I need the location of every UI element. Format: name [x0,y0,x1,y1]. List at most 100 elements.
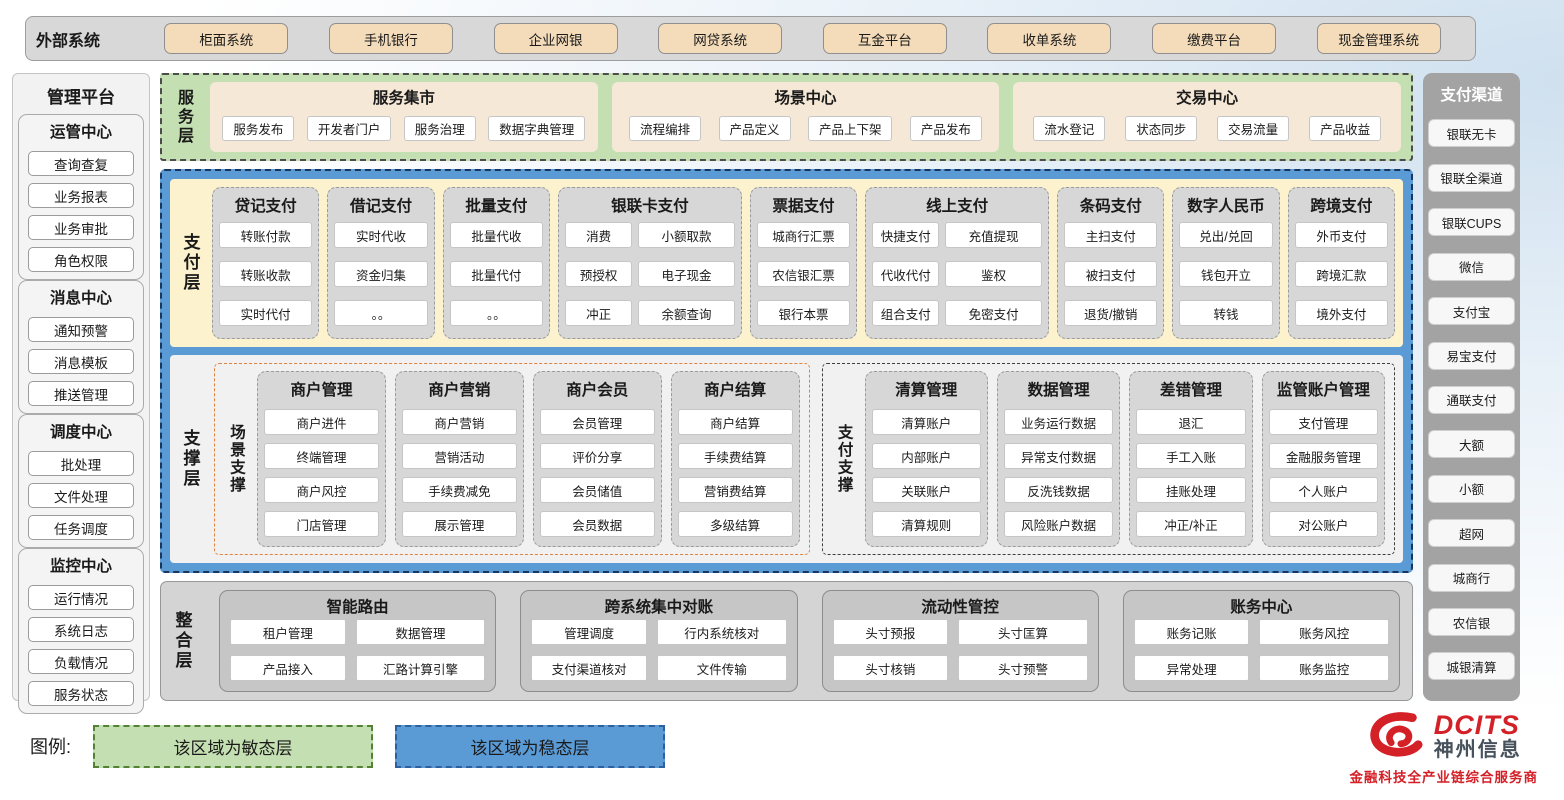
management-item-button[interactable]: 业务报表 [28,183,134,208]
support-item-button[interactable]: 商户风控 [264,477,379,503]
service-item-button[interactable]: 状态同步 [1125,116,1198,141]
management-item-button[interactable]: 文件处理 [28,483,134,508]
external-system-button[interactable]: 企业网银 [493,23,618,54]
payment-item-button[interactable]: 批量代付 [449,261,543,287]
integration-item-button[interactable]: 租户管理 [230,619,346,645]
payment-item-button[interactable]: 钱包开立 [1179,261,1273,287]
external-system-button[interactable]: 缴费平台 [1152,23,1277,54]
management-item-button[interactable]: 负载情况 [28,649,134,674]
payment-channel-button[interactable]: 城银清算 [1428,652,1515,681]
service-item-button[interactable]: 产品上下架 [807,116,893,141]
payment-item-button[interactable]: 实时代收 [334,222,428,248]
management-item-button[interactable]: 任务调度 [28,515,134,540]
integration-item-button[interactable]: 行内系统核对 [656,619,787,645]
management-item-button[interactable]: 系统日志 [28,617,134,642]
payment-item-button[interactable]: 。。 [449,300,543,326]
payment-item-button[interactable]: 充值提现 [945,222,1043,248]
support-item-button[interactable]: 金融服务管理 [1268,443,1378,469]
payment-item-button[interactable]: 主扫支付 [1064,222,1158,248]
payment-channel-button[interactable]: 易宝支付 [1428,341,1515,370]
service-item-button[interactable]: 数据字典管理 [488,116,586,141]
support-item-button[interactable]: 评价分享 [539,443,655,469]
support-item-button[interactable]: 业务运行数据 [1003,409,1114,435]
payment-item-button[interactable]: 兑出/兑回 [1179,222,1273,248]
integration-item-button[interactable]: 数据管理 [355,619,486,645]
support-item-button[interactable]: 门店管理 [264,511,379,537]
integration-item-button[interactable]: 支付渠道核对 [531,655,647,681]
payment-item-button[interactable]: 批量代收 [449,222,543,248]
support-item-button[interactable]: 对公账户 [1268,511,1378,537]
support-item-button[interactable]: 商户结算 [677,409,793,435]
support-item-button[interactable]: 商户进件 [264,409,379,435]
management-item-button[interactable]: 消息模板 [28,349,134,374]
service-item-button[interactable]: 服务发布 [222,116,295,141]
support-item-button[interactable]: 关联账户 [871,477,981,503]
support-item-button[interactable]: 支付管理 [1268,409,1378,435]
external-system-button[interactable]: 网贷系统 [658,23,783,54]
external-system-button[interactable]: 互金平台 [822,23,947,54]
support-item-button[interactable]: 挂账处理 [1136,477,1246,503]
payment-item-button[interactable]: 冲正 [564,300,633,326]
payment-item-button[interactable]: 余额查询 [638,300,735,326]
payment-item-button[interactable]: 跨境汇款 [1294,261,1389,287]
payment-item-button[interactable]: 转账收款 [219,261,313,287]
payment-item-button[interactable]: 转钱 [1179,300,1273,326]
support-item-button[interactable]: 清算规则 [871,511,981,537]
service-item-button[interactable]: 流水登记 [1033,116,1106,141]
payment-item-button[interactable]: 城商行汇票 [756,222,851,248]
support-item-button[interactable]: 风险账户数据 [1003,511,1114,537]
payment-channel-button[interactable]: 农信银 [1428,608,1515,637]
support-item-button[interactable]: 手工入账 [1136,443,1246,469]
support-item-button[interactable]: 终端管理 [264,443,379,469]
integration-item-button[interactable]: 头寸核销 [832,655,949,681]
management-item-button[interactable]: 通知预警 [28,317,134,342]
payment-channel-button[interactable]: 银联CUPS [1428,208,1515,237]
support-item-button[interactable]: 多级结算 [677,511,793,537]
payment-item-button[interactable]: 转账付款 [219,222,313,248]
payment-item-button[interactable]: 小额取款 [638,222,735,248]
management-item-button[interactable]: 运行情况 [28,585,134,610]
payment-channel-button[interactable]: 微信 [1428,252,1515,281]
support-item-button[interactable]: 手续费结算 [677,443,793,469]
integration-item-button[interactable]: 产品接入 [230,655,346,681]
payment-item-button[interactable]: 银行本票 [756,300,851,326]
payment-channel-button[interactable]: 大额 [1428,430,1515,459]
integration-item-button[interactable]: 账务风控 [1259,619,1389,645]
support-item-button[interactable]: 异常支付数据 [1003,443,1114,469]
payment-item-button[interactable]: 。。 [334,300,428,326]
payment-channel-button[interactable]: 小额 [1428,474,1515,503]
payment-channel-button[interactable]: 城商行 [1428,563,1515,592]
integration-item-button[interactable]: 头寸匡算 [958,619,1088,645]
integration-item-button[interactable]: 管理调度 [531,619,647,645]
payment-item-button[interactable]: 电子现金 [638,261,735,287]
payment-channel-button[interactable]: 支付宝 [1428,297,1515,326]
management-item-button[interactable]: 批处理 [28,451,134,476]
support-item-button[interactable]: 营销费结算 [677,477,793,503]
payment-item-button[interactable]: 资金归集 [334,261,428,287]
service-item-button[interactable]: 开发者门户 [306,116,392,141]
service-item-button[interactable]: 产品发布 [909,116,982,141]
support-item-button[interactable]: 展示管理 [401,511,517,537]
management-item-button[interactable]: 推送管理 [28,381,134,406]
service-item-button[interactable]: 流程编排 [629,116,702,141]
support-item-button[interactable]: 会员管理 [539,409,655,435]
service-item-button[interactable]: 服务治理 [403,116,476,141]
management-item-button[interactable]: 查询查复 [28,151,134,176]
management-item-button[interactable]: 业务审批 [28,215,134,240]
payment-channel-button[interactable]: 通联支付 [1428,385,1515,414]
payment-item-button[interactable]: 实时代付 [219,300,313,326]
payment-item-button[interactable]: 境外支付 [1294,300,1389,326]
payment-item-button[interactable]: 预授权 [564,261,633,287]
integration-item-button[interactable]: 账务监控 [1259,655,1389,681]
payment-item-button[interactable]: 组合支付 [872,300,940,326]
payment-channel-button[interactable]: 超网 [1428,519,1515,548]
support-item-button[interactable]: 冲正/补正 [1136,511,1246,537]
service-item-button[interactable]: 产品定义 [718,116,791,141]
management-item-button[interactable]: 角色权限 [28,247,134,272]
payment-item-button[interactable]: 退货/撤销 [1064,300,1158,326]
support-item-button[interactable]: 个人账户 [1268,477,1378,503]
integration-item-button[interactable]: 账务记账 [1133,619,1250,645]
integration-item-button[interactable]: 异常处理 [1133,655,1250,681]
payment-item-button[interactable]: 外币支付 [1294,222,1389,248]
payment-item-button[interactable]: 农信银汇票 [756,261,851,287]
